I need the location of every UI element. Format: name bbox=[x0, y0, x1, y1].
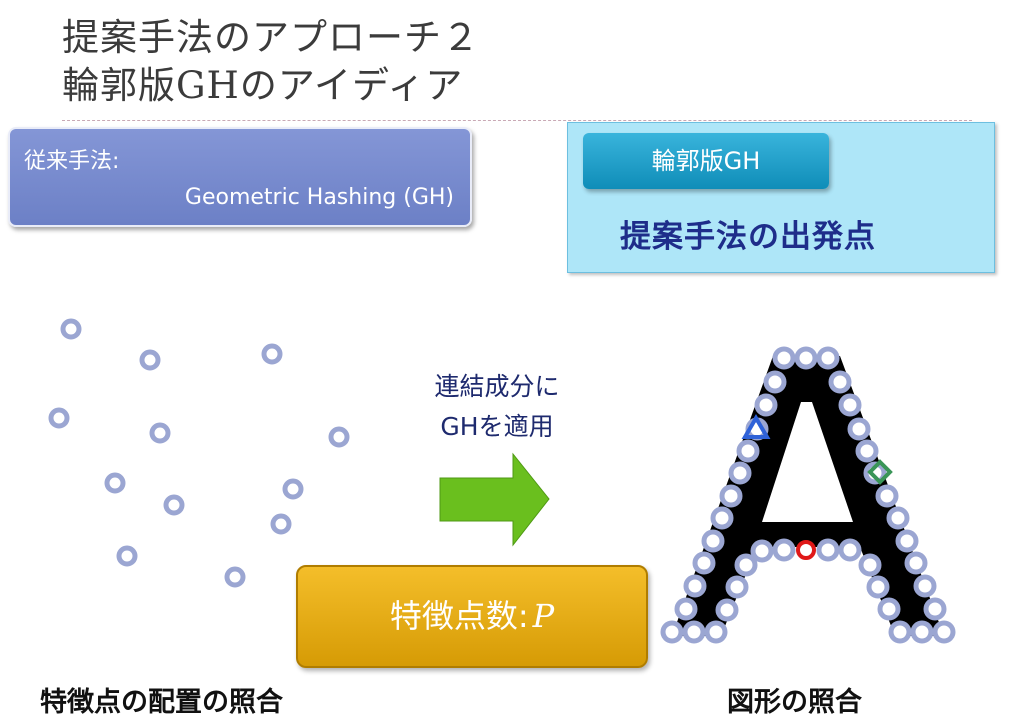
feature-point bbox=[710, 506, 734, 530]
feature-point bbox=[794, 346, 818, 370]
feature-point bbox=[163, 494, 185, 516]
feature-point bbox=[704, 620, 728, 644]
feature-point bbox=[772, 346, 796, 370]
feature-point bbox=[847, 417, 871, 441]
feature-point bbox=[701, 529, 725, 553]
caption-point-matching: 特徴点の配置の照合 bbox=[40, 687, 283, 718]
diamond-marker-icon bbox=[867, 459, 893, 485]
feature-point bbox=[750, 539, 774, 563]
contour-points bbox=[660, 346, 956, 644]
feature-point bbox=[715, 598, 739, 622]
feature-point bbox=[139, 349, 161, 371]
feature-point bbox=[913, 574, 937, 598]
feature-point bbox=[48, 407, 70, 429]
feature-point bbox=[816, 346, 840, 370]
right-arrow-icon bbox=[439, 452, 550, 547]
feature-point bbox=[895, 529, 919, 553]
feature-point bbox=[261, 343, 283, 365]
feature-point bbox=[683, 574, 707, 598]
title-divider bbox=[62, 120, 972, 121]
feature-point bbox=[719, 484, 743, 508]
feature-point bbox=[875, 484, 899, 508]
feature-point bbox=[910, 620, 934, 644]
title-line-2: 輪郭版GHのアイディア bbox=[62, 64, 464, 107]
feature-point bbox=[224, 566, 246, 588]
feature-point bbox=[754, 393, 778, 417]
contour-gh-button[interactable]: 輪郭版GH bbox=[583, 133, 829, 189]
feature-point bbox=[725, 575, 749, 599]
step-line-2: GHを適用 bbox=[440, 412, 554, 441]
letter-a-counter bbox=[762, 402, 853, 522]
feature-point bbox=[816, 538, 840, 562]
feature-point bbox=[116, 545, 138, 567]
feature-point bbox=[855, 439, 879, 463]
scattered-feature-points bbox=[48, 318, 350, 588]
feature-point bbox=[60, 318, 82, 340]
feature-point bbox=[866, 575, 890, 599]
feature-count-label: 特徴点数: bbox=[389, 597, 529, 635]
circle-marker-icon bbox=[796, 540, 816, 560]
feature-point bbox=[863, 461, 887, 485]
feature-point bbox=[104, 472, 126, 494]
feature-point bbox=[923, 597, 947, 621]
feature-point bbox=[674, 597, 698, 621]
conventional-label: 従来手法: bbox=[24, 149, 120, 174]
feature-count-box: 特徴点数:P bbox=[296, 565, 648, 668]
conventional-method-name: Geometric Hashing (GH) bbox=[184, 185, 454, 210]
feature-point bbox=[328, 426, 350, 448]
caption-shape-matching: 図形の照合 bbox=[727, 687, 862, 718]
feature-count-variable: P bbox=[532, 597, 555, 635]
feature-point bbox=[682, 620, 706, 644]
feature-point bbox=[932, 620, 956, 644]
proposed-origin-text: 提案手法の出発点 bbox=[620, 219, 876, 255]
feature-point bbox=[886, 506, 910, 530]
feature-point bbox=[734, 553, 758, 577]
feature-point bbox=[736, 439, 760, 463]
triangle-marker-icon bbox=[741, 414, 771, 439]
feature-point bbox=[270, 513, 292, 535]
feature-point bbox=[888, 620, 912, 644]
conventional-method-box: 従来手法: Geometric Hashing (GH) bbox=[8, 127, 472, 227]
feature-point bbox=[660, 620, 684, 644]
feature-point bbox=[838, 393, 862, 417]
feature-point bbox=[282, 478, 304, 500]
proposed-method-box: 輪郭版GH 提案手法の出発点 bbox=[567, 122, 995, 273]
letter-a-shape bbox=[672, 356, 944, 636]
step-line-1: 連結成分に bbox=[434, 372, 560, 401]
title-line-1: 提案手法のアプローチ２ bbox=[62, 16, 480, 59]
slide-title: 提案手法のアプローチ２ 輪郭版GHのアイディア bbox=[62, 14, 480, 110]
feature-point bbox=[149, 422, 171, 444]
feature-point bbox=[877, 597, 901, 621]
feature-point bbox=[692, 551, 716, 575]
feature-point bbox=[904, 551, 928, 575]
step-description: 連結成分に GHを適用 bbox=[402, 367, 592, 447]
feature-point bbox=[772, 538, 796, 562]
feature-point bbox=[858, 553, 882, 577]
feature-point bbox=[728, 461, 752, 485]
feature-point bbox=[838, 538, 862, 562]
feature-point bbox=[763, 370, 787, 394]
feature-point bbox=[828, 370, 852, 394]
